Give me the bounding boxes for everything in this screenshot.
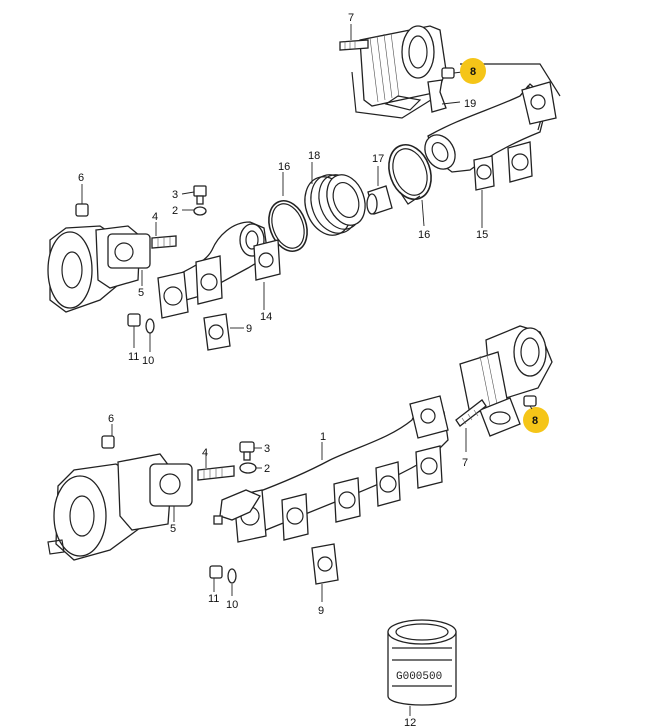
- label-4-lower: 4: [202, 447, 208, 459]
- label-6-upper: 6: [78, 172, 84, 184]
- washer-2-lower: [239, 462, 262, 474]
- upper-rear-manifold: [424, 63, 561, 228]
- label-3-lower: 3: [264, 443, 270, 455]
- lower-bracket: [213, 489, 261, 525]
- gasket-19: [427, 79, 461, 113]
- nut-6-upper: [75, 184, 89, 217]
- part-labels: 7 19 18 17 16 16 15 6 3 2 4 5 14 9 11 10…: [78, 12, 488, 727]
- label-16-lower: 16: [418, 229, 430, 241]
- label-4-upper: 4: [152, 211, 158, 223]
- label-11-lower: 11: [208, 593, 219, 605]
- nut-11-upper: [127, 313, 141, 348]
- bolt-3-upper: [181, 185, 207, 205]
- sleeve-17: [366, 166, 393, 215]
- label-2-lower: 2: [264, 463, 270, 475]
- label-5-lower: 5: [170, 523, 176, 535]
- label-9-upper: 9: [246, 323, 252, 335]
- label-15: 15: [476, 229, 488, 241]
- nut-8-upper: [441, 67, 463, 79]
- stud-4-upper: [151, 222, 177, 249]
- bellows-18: [304, 162, 366, 236]
- label-9-lower: 9: [318, 605, 324, 617]
- label-5-upper: 5: [138, 287, 144, 299]
- sleeve-12: G000500: [387, 619, 457, 716]
- upper-front-manifold-14: [157, 221, 281, 319]
- gasket-9-lower: [311, 543, 339, 602]
- washer-10-upper: [145, 318, 155, 352]
- label-1: 1: [320, 431, 326, 443]
- label-18: 18: [308, 150, 320, 162]
- nut-8-lower: [523, 395, 537, 407]
- label-8-lower: 8: [532, 415, 538, 427]
- washer-10-lower: [227, 568, 237, 596]
- gasket-9-upper: [203, 313, 244, 351]
- lower-wastegate: [459, 325, 553, 437]
- label-10-upper: 10: [142, 355, 154, 367]
- label-19: 19: [464, 98, 476, 110]
- washer-2-upper: [182, 206, 207, 216]
- label-11-upper: 11: [128, 351, 139, 363]
- label-16-upper: 16: [278, 161, 290, 173]
- label-8-upper: 8: [470, 66, 476, 78]
- label-14: 14: [260, 311, 272, 323]
- label-10-lower: 10: [226, 599, 238, 611]
- lower-turbocharger: [47, 453, 193, 561]
- nut-11-lower: [209, 565, 223, 592]
- label-17: 17: [372, 153, 384, 165]
- callout-8-upper: 8: [460, 58, 486, 84]
- nut-6-lower: [101, 424, 115, 449]
- label-3-upper: 3: [172, 189, 178, 201]
- label-7-upper: 7: [348, 12, 354, 24]
- upper-turbocharger: [47, 225, 151, 313]
- label-2-upper: 2: [172, 205, 178, 217]
- callout-8-lower: 8: [523, 405, 549, 433]
- stud-7-upper: [339, 24, 369, 51]
- label-6-lower: 6: [108, 413, 114, 425]
- label-12: 12: [404, 717, 416, 727]
- label-7-lower: 7: [462, 457, 468, 469]
- clamp-17: [388, 144, 432, 227]
- bolt-3-lower: [239, 441, 262, 461]
- upper-wastegate: [351, 25, 447, 119]
- sleeve-stamp-text: G000500: [396, 671, 442, 683]
- ring-16-upper: [268, 172, 308, 252]
- stud-4-lower: [197, 452, 235, 481]
- stud-7-lower: [455, 399, 487, 452]
